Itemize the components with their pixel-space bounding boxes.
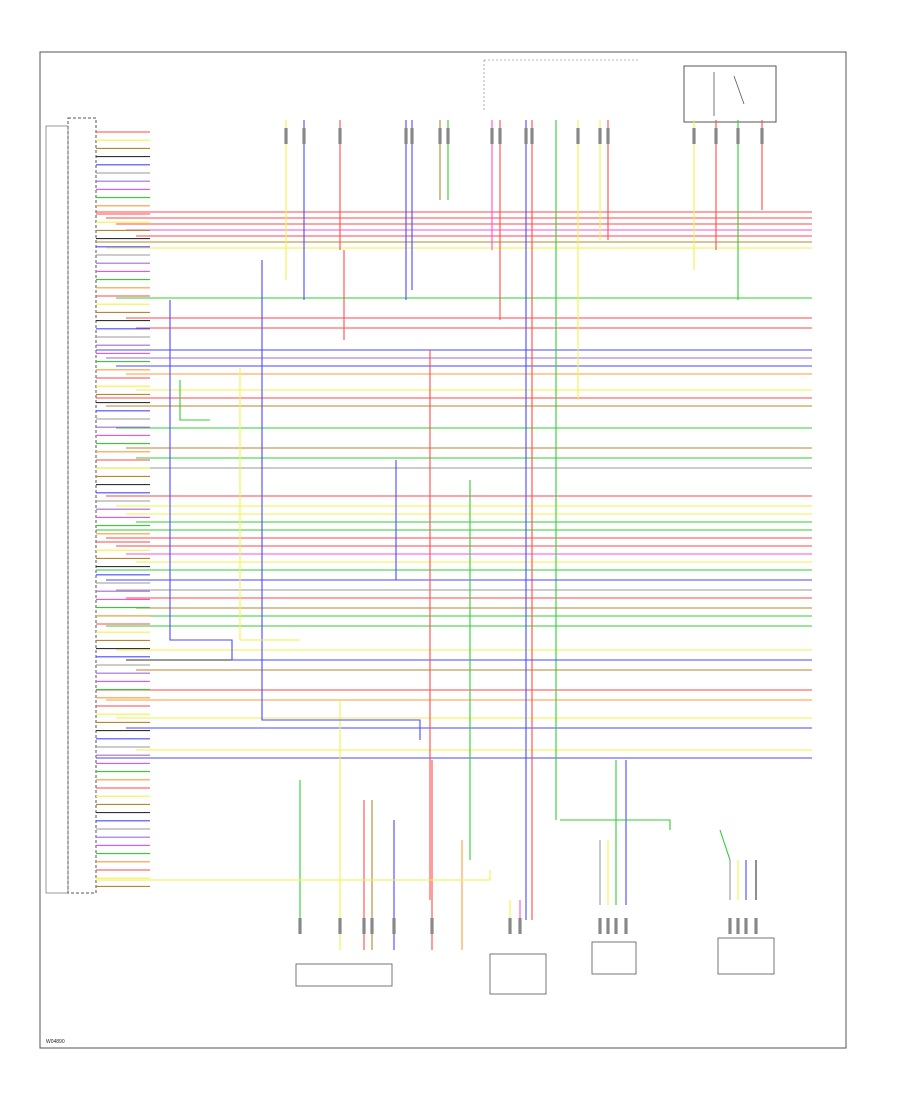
top-connector-7 [490, 128, 494, 144]
top-connector-11 [576, 128, 580, 144]
bottom-connector-13 [736, 918, 740, 934]
jog-wire-blue-2 [261, 260, 421, 740]
top-connector-13 [606, 128, 610, 144]
knock-sensor-box [295, 963, 393, 987]
bottom-connector-11 [624, 918, 628, 934]
top-connector-8 [498, 128, 502, 144]
bottom-connector-6 [508, 918, 512, 934]
bottom-connector-12 [728, 918, 732, 934]
diagram-id: W04890 [46, 1039, 65, 1045]
top-connector-0 [284, 128, 288, 144]
jog-wire-yellow [239, 368, 300, 641]
wire-layer [96, 120, 812, 950]
top-connector-14 [692, 128, 696, 144]
bottom-connector-5 [430, 918, 434, 934]
bottom-connector-1 [338, 918, 342, 934]
bottom-connector-15 [754, 918, 758, 934]
jog-wire-green-4 [719, 829, 731, 861]
bottom-connector-14 [744, 918, 748, 934]
top-connector-15 [714, 128, 718, 144]
sensor-box-2 [717, 937, 775, 975]
jog-wire-blue [169, 300, 812, 661]
top-connector-16 [736, 128, 740, 144]
relay-box [683, 65, 777, 123]
bottom-connector-9 [606, 918, 610, 934]
bottom-connector-0 [298, 918, 302, 934]
bottom-connector-7 [518, 918, 522, 934]
top-connector-4 [410, 128, 414, 144]
ecm-body [45, 125, 69, 894]
top-connector-17 [760, 128, 764, 144]
jog-wire-blue-3 [395, 460, 560, 581]
relay-contact-line [733, 75, 745, 105]
bottom-connector-2 [362, 918, 366, 934]
jog-wire-yellow-2 [96, 870, 491, 881]
top-connector-10 [530, 128, 534, 144]
jog-wire-green-3 [560, 819, 671, 830]
top-connector-1 [302, 128, 306, 144]
top-connector-9 [524, 128, 528, 144]
bottom-connector-8 [598, 918, 602, 934]
diagram-frame [39, 51, 847, 1049]
top-connector-12 [598, 128, 602, 144]
jog-wire-green [179, 380, 210, 421]
bottom-connector-10 [614, 918, 618, 934]
engine-control-module [67, 117, 97, 894]
bottom-connector-3 [370, 918, 374, 934]
top-connector-2 [338, 128, 342, 144]
bottom-connector-4 [392, 918, 396, 934]
throttle-box [489, 953, 547, 995]
top-connector-6 [446, 128, 450, 144]
top-connector-3 [404, 128, 408, 144]
top-connector-5 [438, 128, 442, 144]
sensor-box-1 [591, 941, 637, 975]
connector-layer [284, 128, 764, 934]
